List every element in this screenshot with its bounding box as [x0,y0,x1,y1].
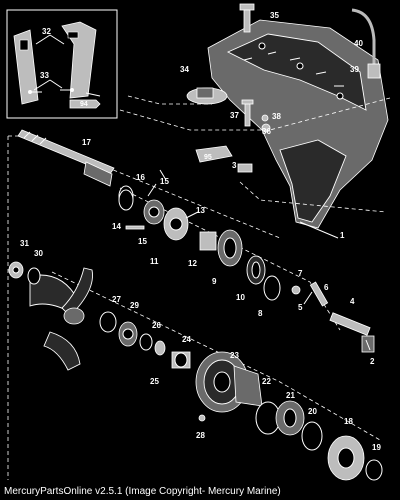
callout-13: 13 [196,206,205,215]
callout-27: 27 [112,295,121,304]
callout-95: 95 [204,154,212,161]
callout-5: 5 [298,303,303,312]
trim-tab [186,87,228,105]
callout-11: 11 [150,257,159,266]
callout-39: 39 [350,65,359,74]
callout-40: 40 [354,39,363,48]
propeller [29,267,93,371]
bearing-carrier [195,351,263,422]
reverse-gear [327,435,383,481]
callout-12: 12 [188,259,197,268]
callout-35: 35 [270,11,279,20]
callout-21: 21 [286,391,295,400]
callout-19: 19 [372,443,381,452]
callout-24: 24 [182,335,191,344]
leader-lines [85,92,371,351]
callout-9: 9 [212,277,217,286]
callout-6: 6 [324,283,329,292]
callout-34: 34 [180,65,189,74]
callout-14: 14 [112,222,121,231]
callout-17: 17 [82,138,91,147]
callout-33: 33 [40,71,49,80]
bearing-24 [171,351,191,369]
callout-10: 10 [236,293,245,302]
callout-26: 26 [152,321,161,330]
callout-32: 32 [42,27,51,36]
callout-4: 4 [350,297,355,306]
callout-2: 2 [370,357,375,366]
callout-23: 23 [230,351,239,360]
callout-28: 28 [196,431,205,440]
callout-30: 30 [34,249,43,258]
sealant-tube-95 [195,145,253,173]
callout-7: 7 [298,269,303,278]
pinion-gear-parts [118,185,281,301]
callout-38: 38 [272,112,281,121]
rear-seals [255,400,323,451]
anode-inset-box [6,9,118,119]
callout-3: 3 [232,161,237,170]
callout-20: 20 [308,407,317,416]
callout-1: 1 [340,231,345,240]
gear-housing [207,19,389,229]
speedometer-tube [351,8,381,79]
callout-31: 31 [20,239,29,248]
callout-16: 16 [136,173,145,182]
driveshaft [17,129,115,187]
callout-25: 25 [150,377,159,386]
callout-94: 94 [80,101,88,108]
callout-36: 36 [262,127,271,136]
callout-labels: 32 33 94 35 40 39 34 37 38 36 95 3 17 16… [20,11,381,452]
callout-29: 29 [130,301,139,310]
callout-22: 22 [262,377,271,386]
callout-18: 18 [344,417,353,426]
copyright-footer: MercuryPartsOnline v2.5.1 (Image Copyrig… [4,486,281,497]
callout-15-bottom: 15 [138,237,147,246]
callout-15-top: 15 [160,177,169,186]
prop-nut-washer [8,261,41,285]
thrust-hub-parts [99,311,166,356]
bolt-35 [239,3,255,33]
callout-8: 8 [258,309,263,318]
callout-37: 37 [230,111,239,120]
